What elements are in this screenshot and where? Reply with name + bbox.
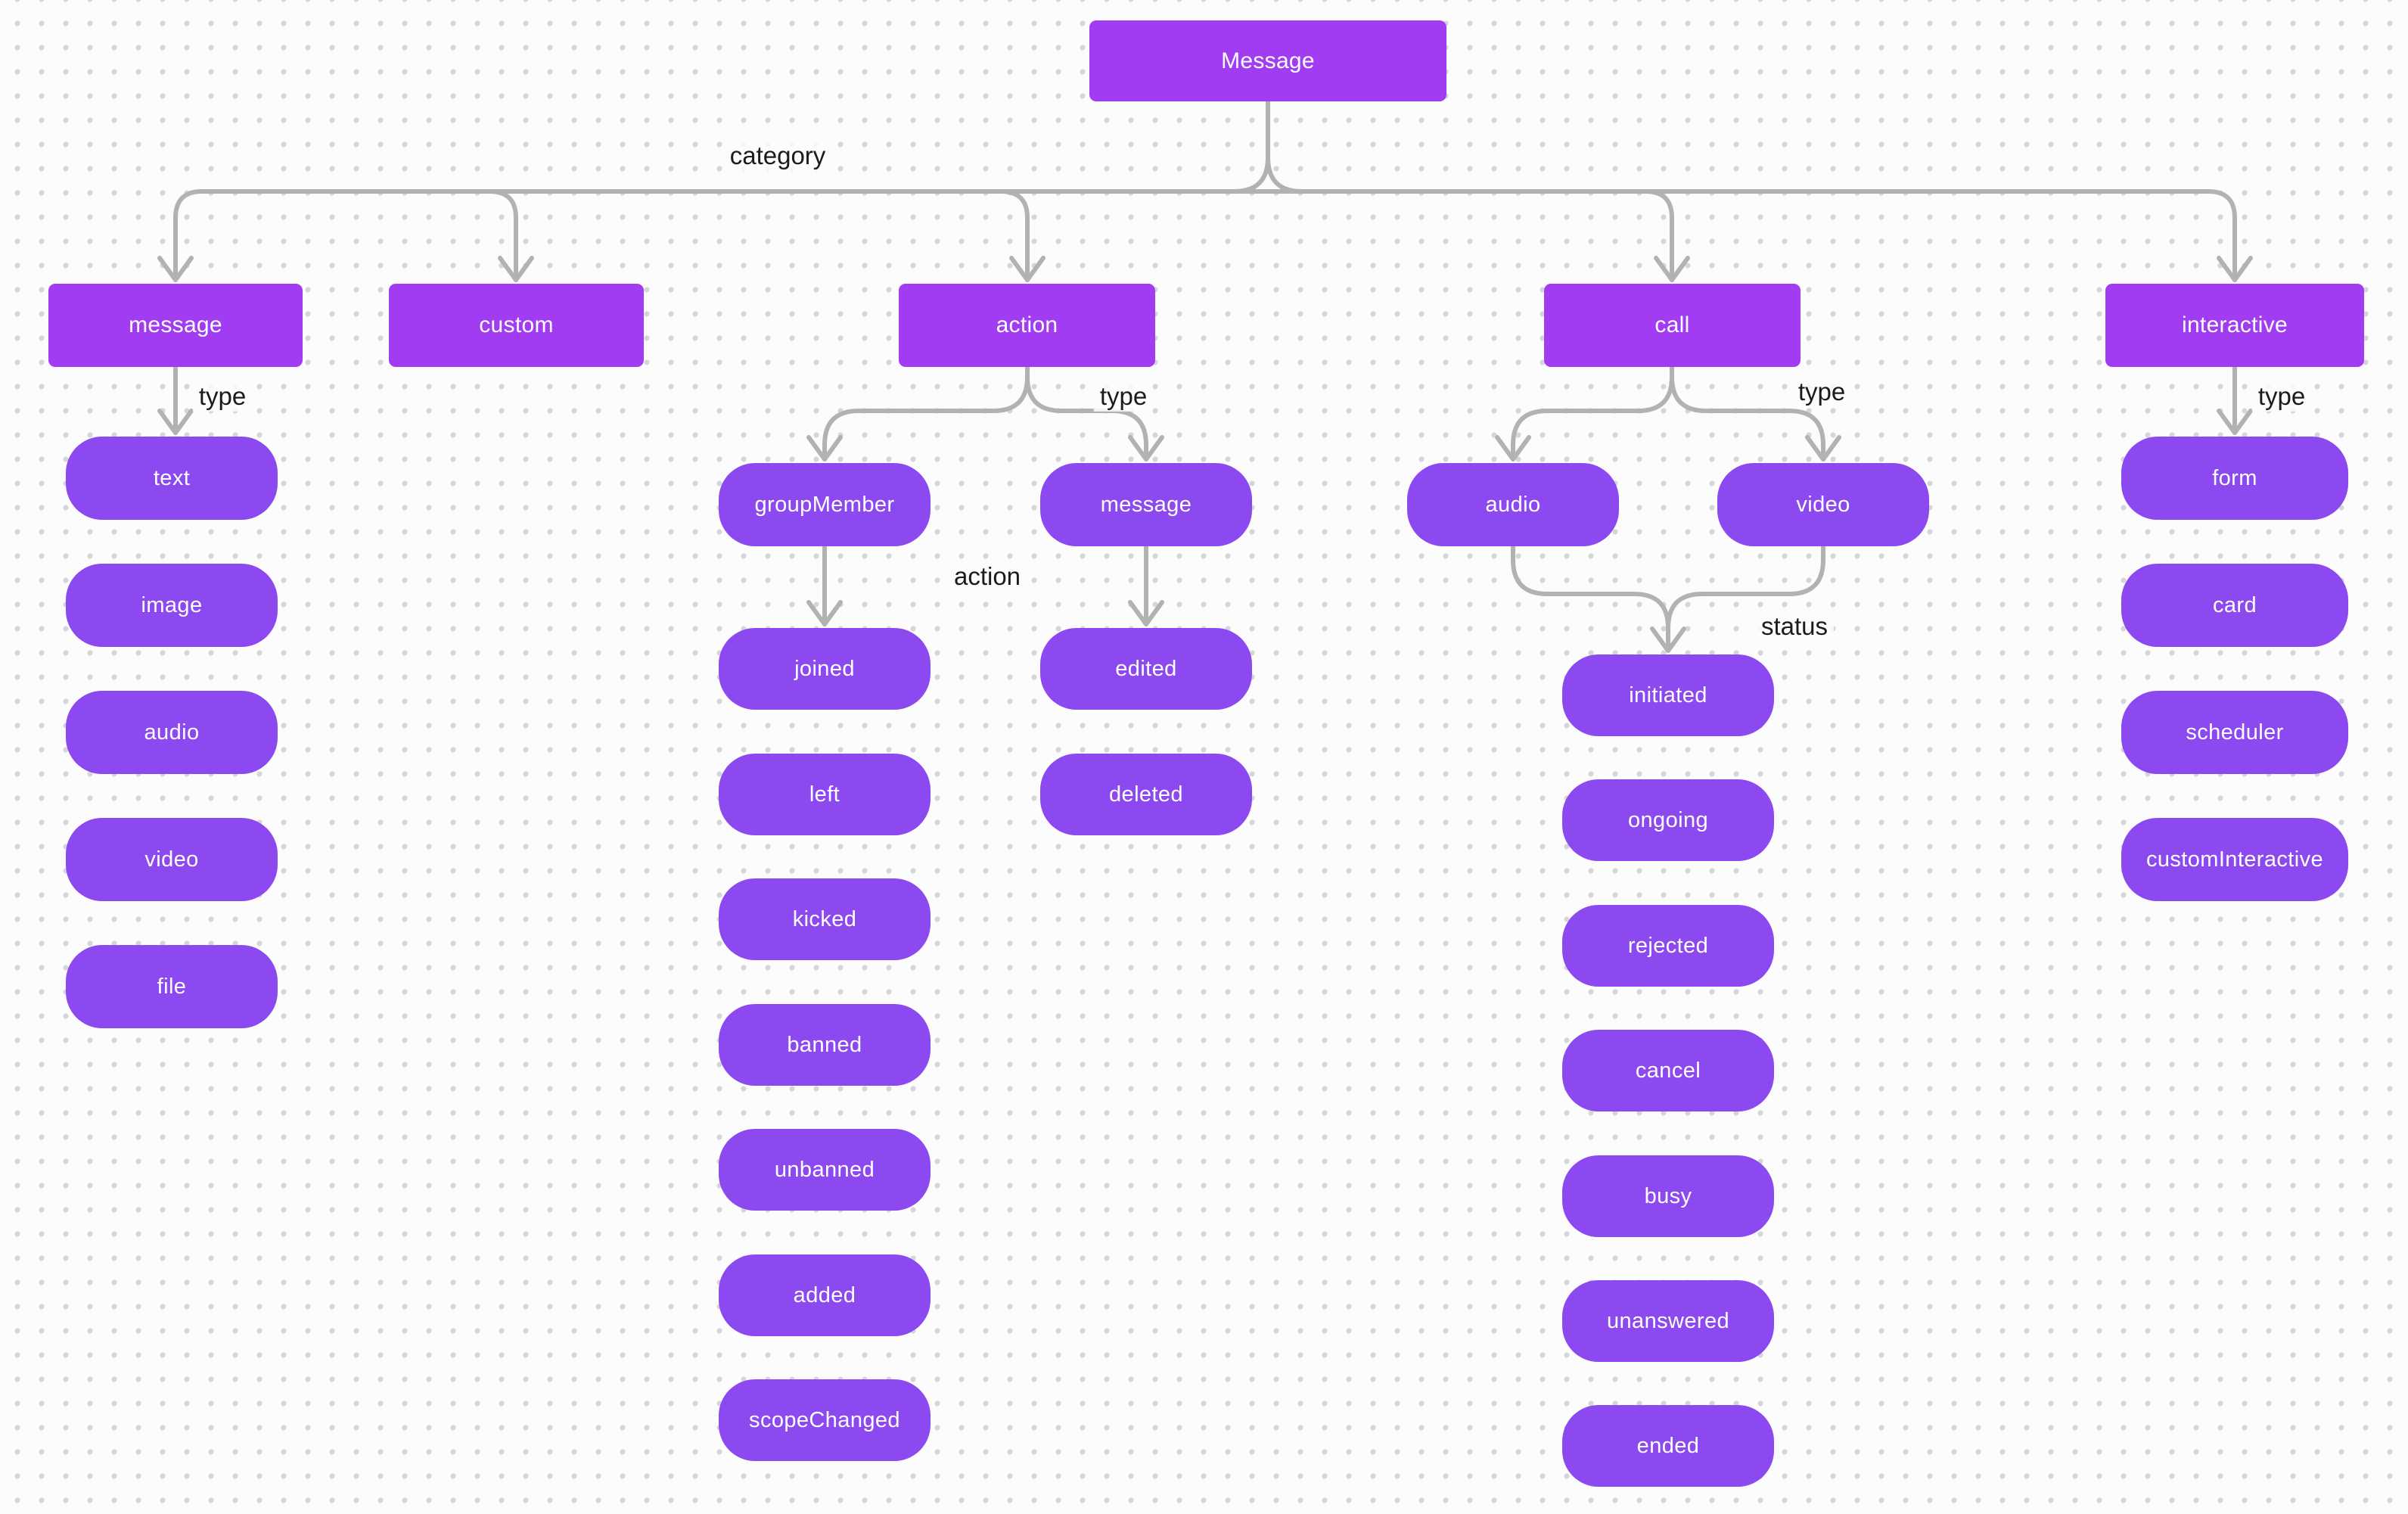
arrowhead: [1650, 626, 1686, 653]
node-gm-left[interactable]: left: [719, 754, 931, 835]
connector-trunk: [173, 189, 2237, 282]
connector-root-stem-flare: [1232, 99, 1304, 194]
arrowhead: [1128, 435, 1164, 462]
node-label: unbanned: [774, 1157, 875, 1182]
node-label: rejected: [1627, 933, 1709, 958]
node-gm-unbanned[interactable]: unbanned: [719, 1129, 931, 1211]
node-label: audio: [1485, 492, 1541, 517]
node-label: joined: [794, 656, 855, 681]
connector-call-fork: [1511, 365, 1825, 462]
node-label: action: [996, 312, 1058, 337]
arrowhead: [157, 409, 194, 435]
edge-label-status-edge[interactable]: status: [1754, 611, 1835, 642]
arrowhead: [2217, 256, 2253, 282]
node-label: cancel: [1635, 1058, 1701, 1083]
node-cat-message[interactable]: message: [48, 284, 303, 367]
arrowhead: [498, 256, 534, 282]
node-cat-interactive[interactable]: interactive: [2105, 284, 2364, 367]
node-label: unanswered: [1607, 1308, 1729, 1333]
arrowhead: [806, 435, 843, 462]
node-cat-call[interactable]: call: [1544, 284, 1801, 367]
node-cat-custom[interactable]: custom: [389, 284, 644, 367]
node-label: interactive: [2181, 312, 2288, 337]
node-label: image: [141, 592, 203, 617]
node-label: ongoing: [1627, 807, 1708, 832]
node-am-edited[interactable]: edited: [1040, 628, 1252, 710]
edge-label-type-message[interactable]: type: [192, 381, 253, 412]
node-label: message: [129, 312, 222, 337]
node-status-unanswered[interactable]: unanswered: [1562, 1280, 1774, 1362]
node-label: form: [2212, 465, 2257, 490]
node-status-cancel[interactable]: cancel: [1562, 1030, 1774, 1111]
node-label: file: [157, 974, 187, 999]
node-label: initiated: [1629, 682, 1707, 707]
node-status-busy[interactable]: busy: [1562, 1155, 1774, 1237]
node-call-audio[interactable]: audio: [1407, 463, 1619, 546]
node-msg-type-audio[interactable]: audio: [66, 691, 278, 774]
node-status-rejected[interactable]: rejected: [1562, 905, 1774, 987]
node-label: busy: [1644, 1183, 1692, 1208]
arrowhead: [2217, 409, 2253, 435]
node-label: Message: [1221, 48, 1315, 73]
node-label: added: [793, 1282, 856, 1307]
node-status-initiated[interactable]: initiated: [1562, 654, 1774, 736]
node-label: call: [1655, 312, 1690, 337]
node-gm-scopechanged[interactable]: scopeChanged: [719, 1379, 931, 1461]
edge-label-action-edge[interactable]: action: [947, 561, 1027, 592]
node-label: kicked: [792, 906, 857, 931]
arrowhead: [1805, 435, 1841, 462]
node-call-video[interactable]: video: [1717, 463, 1929, 546]
node-gm-banned[interactable]: banned: [719, 1004, 931, 1086]
arrowhead: [806, 600, 843, 626]
node-msg-type-image[interactable]: image: [66, 564, 278, 647]
node-label: text: [153, 465, 191, 490]
node-int-scheduler[interactable]: scheduler: [2121, 691, 2348, 774]
edge-label-type-interactive[interactable]: type: [2251, 381, 2312, 412]
connector-drop-call: [1643, 189, 1674, 282]
node-status-ended[interactable]: ended: [1562, 1405, 1774, 1487]
node-status-ongoing[interactable]: ongoing: [1562, 779, 1774, 861]
arrowhead: [1009, 256, 1046, 282]
node-label: groupMember: [754, 492, 895, 517]
node-action-message[interactable]: message: [1040, 463, 1252, 546]
node-label: scheduler: [2186, 720, 2284, 745]
node-action-groupmember[interactable]: groupMember: [719, 463, 931, 546]
node-am-deleted[interactable]: deleted: [1040, 754, 1252, 835]
node-msg-type-text[interactable]: text: [66, 437, 278, 520]
connector-drop-action: [999, 189, 1030, 282]
node-label: video: [1796, 492, 1850, 517]
node-label: banned: [787, 1032, 862, 1057]
node-cat-action[interactable]: action: [899, 284, 1155, 367]
edge-label-type-call[interactable]: type: [1791, 376, 1852, 408]
node-label: video: [144, 847, 199, 872]
node-msg-type-file[interactable]: file: [66, 945, 278, 1028]
arrowhead: [1654, 256, 1690, 282]
node-label: card: [2212, 592, 2257, 617]
node-label: message: [1100, 492, 1192, 517]
node-label: deleted: [1109, 782, 1183, 807]
node-label: audio: [144, 720, 200, 745]
node-int-custominteractive[interactable]: customInteractive: [2121, 818, 2348, 901]
node-gm-added[interactable]: added: [719, 1254, 931, 1336]
node-label: edited: [1115, 656, 1177, 681]
node-msg-type-video[interactable]: video: [66, 818, 278, 901]
node-label: ended: [1636, 1433, 1700, 1458]
node-int-form[interactable]: form: [2121, 437, 2348, 520]
arrowhead: [1495, 435, 1531, 462]
node-root-message[interactable]: Message: [1089, 20, 1446, 101]
node-label: left: [809, 782, 840, 807]
edge-label-type-action[interactable]: type: [1093, 381, 1154, 412]
connector-drop-custom: [487, 189, 518, 282]
node-gm-kicked[interactable]: kicked: [719, 878, 931, 960]
edge-label-category[interactable]: category: [723, 140, 832, 172]
arrowhead: [1128, 600, 1164, 626]
node-gm-joined[interactable]: joined: [719, 628, 931, 710]
node-int-card[interactable]: card: [2121, 564, 2348, 647]
arrowhead: [157, 256, 194, 282]
node-label: scopeChanged: [749, 1407, 900, 1432]
node-label: custom: [479, 312, 554, 337]
node-label: customInteractive: [2145, 847, 2324, 872]
